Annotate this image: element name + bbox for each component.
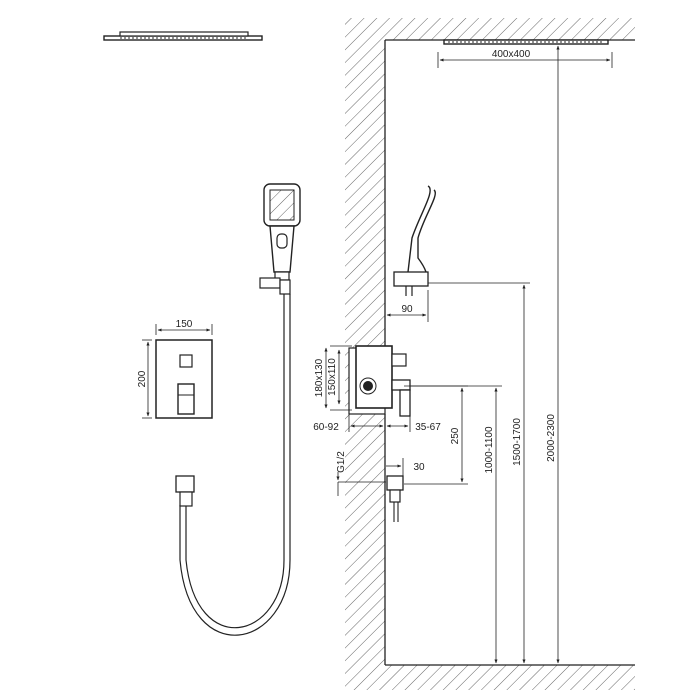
hand-shower-holder	[259, 277, 291, 295]
plate-width-label: 150	[176, 319, 193, 330]
inlet-thread-dimension: G1/2	[336, 451, 386, 496]
holder-depth-dimension: 90	[384, 290, 429, 322]
outlet-projection-label: 35-67	[415, 422, 441, 433]
inlet-projection-label: 30	[413, 462, 425, 473]
valve-height-label: 180x130	[314, 358, 325, 397]
rain-head-height-dimension: 2000-2300	[546, 45, 560, 664]
outlet-projection-dimension: 35-67	[386, 416, 441, 433]
concealed-valve-body	[348, 345, 411, 417]
inlet-thread-label: G1/2	[336, 451, 347, 473]
plate-width-dimension: 150	[155, 319, 213, 335]
installed-rain-head	[443, 39, 609, 45]
valve-height-dimension: 180x130 150x110	[314, 345, 352, 411]
floor-section	[385, 664, 635, 690]
ceiling-section	[385, 18, 635, 41]
rain-head-size-dimension: 400x400	[437, 49, 613, 68]
inlet-projection-dimension: 30	[386, 458, 425, 476]
wall-depth-dimension: 60-92	[313, 414, 386, 433]
inlet-height-dimension: 1000-1100	[404, 385, 502, 664]
shower-hose	[179, 294, 291, 636]
inlet-height-label: 1000-1100	[484, 426, 495, 474]
holder-depth-label: 90	[401, 304, 413, 315]
holder-height-dimension: 1500-1700	[428, 282, 530, 664]
installed-wall-inlet	[386, 475, 404, 522]
plate-height-label: 200	[137, 370, 148, 387]
rain-head-size-label: 400x400	[492, 49, 531, 60]
valve-to-inlet-label: 250	[450, 427, 461, 444]
rain-head-component	[103, 31, 263, 41]
installed-hand-shower	[393, 185, 436, 296]
hand-shower	[263, 183, 301, 281]
rain-head-height-label: 2000-2300	[546, 414, 557, 462]
wall-depth-label: 60-92	[313, 422, 339, 433]
valve-inner-label: 150x110	[327, 358, 338, 396]
holder-height-label: 1500-1700	[512, 418, 523, 466]
plate-height-dimension: 200	[137, 339, 152, 419]
wall-outlet-elbow	[175, 475, 195, 507]
mixer-cover-plate	[155, 339, 213, 419]
